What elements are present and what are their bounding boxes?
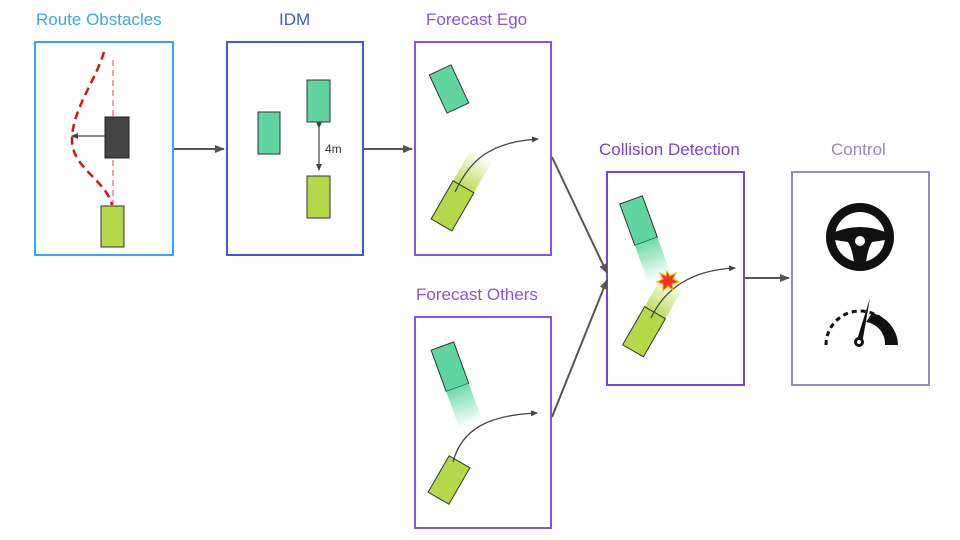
collision-detection-title: Collision Detection bbox=[599, 140, 740, 159]
other-vehicle bbox=[619, 195, 659, 247]
ego-forecast-path bbox=[452, 410, 538, 463]
forecast-others-scene bbox=[427, 341, 538, 505]
flow-arrow-ego-to-collision bbox=[551, 156, 608, 274]
ego-vehicle bbox=[621, 305, 667, 358]
other-trail bbox=[446, 383, 483, 430]
ego-forecast-path bbox=[454, 136, 539, 193]
idm-panel bbox=[226, 41, 364, 256]
flow-arrows bbox=[174, 145, 790, 418]
other-trail bbox=[634, 237, 672, 283]
forecast-others-title: Forecast Others bbox=[416, 285, 538, 304]
idm-lead-vehicle bbox=[306, 79, 331, 123]
route-obstacles-scene bbox=[70, 51, 130, 248]
forecast-ego-title: Forecast Ego bbox=[426, 10, 528, 29]
idm-title: IDM bbox=[279, 10, 311, 29]
other-vehicle bbox=[430, 341, 470, 393]
forecast-ego-scene bbox=[428, 64, 539, 232]
steering-wheel-icon bbox=[826, 203, 894, 271]
collision-burst-icon bbox=[655, 269, 681, 293]
idm-scene: 4m bbox=[257, 79, 342, 219]
control-title: Control bbox=[831, 140, 886, 159]
speedometer-icon bbox=[824, 298, 898, 347]
ego-vehicle bbox=[100, 205, 125, 248]
route-obstacles-title: Route Obstacles bbox=[36, 10, 162, 29]
idm-ego-vehicle bbox=[306, 175, 331, 219]
ego-vehicle bbox=[427, 455, 471, 505]
flow-arrow-others-to-collision bbox=[551, 279, 608, 418]
ego-forecast-path bbox=[650, 265, 736, 319]
obstacle-vehicle bbox=[104, 116, 130, 159]
ego-vehicle bbox=[430, 180, 475, 232]
ego-trail bbox=[452, 147, 493, 195]
collision-detection-scene bbox=[619, 195, 736, 358]
idm-side-vehicle bbox=[257, 111, 281, 155]
detour-path bbox=[70, 51, 114, 206]
idm-gap-label: 4m bbox=[325, 142, 342, 156]
other-vehicle bbox=[428, 64, 470, 114]
